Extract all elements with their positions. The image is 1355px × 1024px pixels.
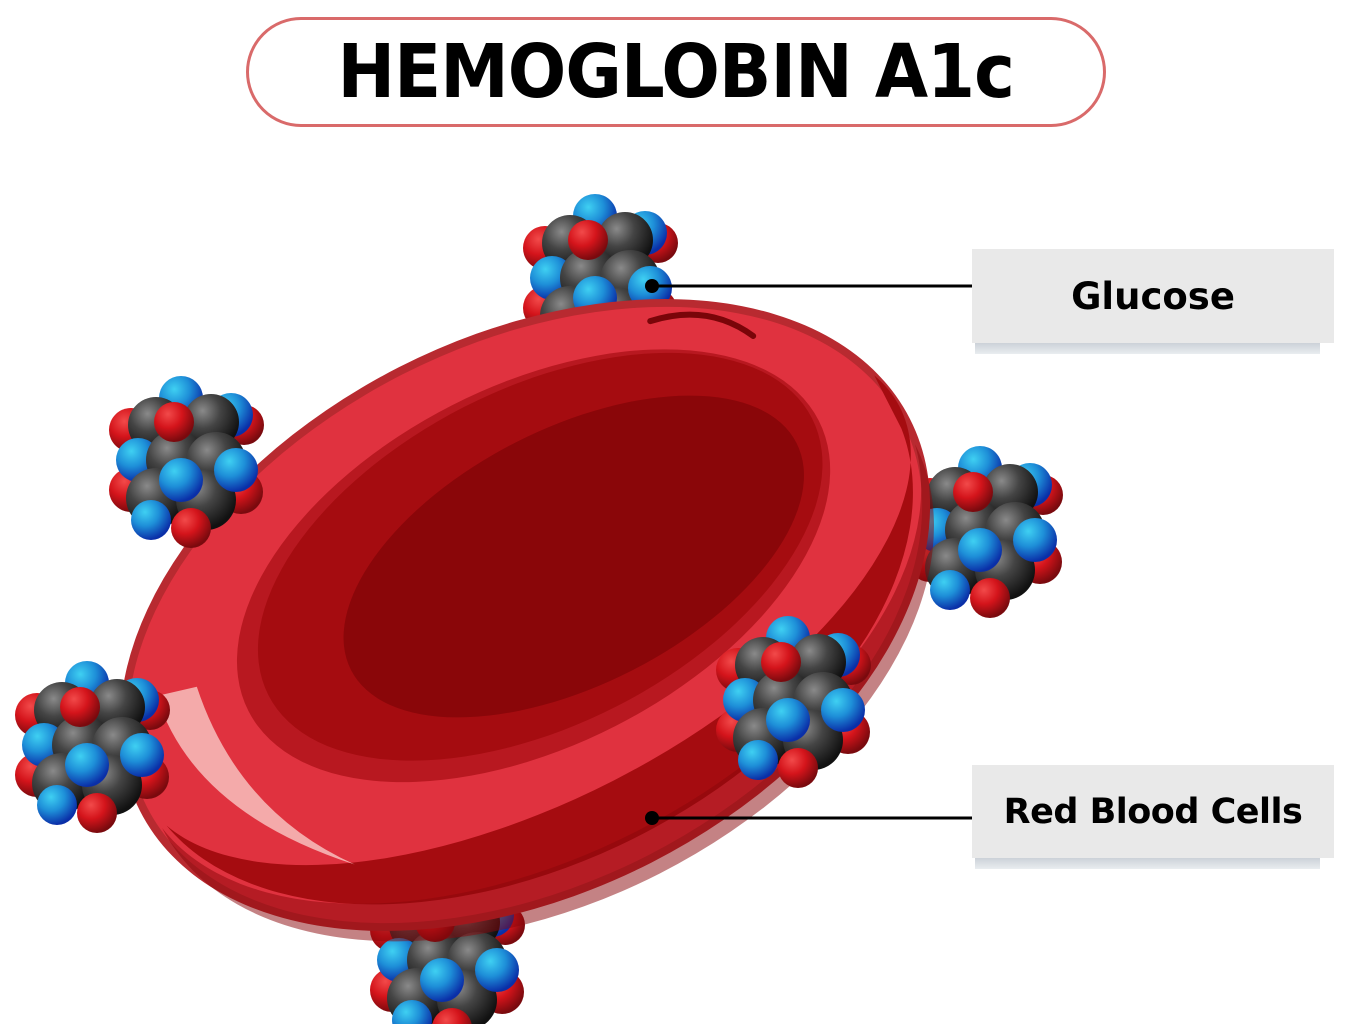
glucose-label-box: Glucose bbox=[972, 249, 1334, 343]
page-title: HEMOGLOBIN A1c bbox=[337, 29, 1015, 115]
glucose-label: Glucose bbox=[1071, 274, 1235, 318]
rbc-label-box: Red Blood Cells bbox=[972, 765, 1334, 858]
rbc-label-shadow bbox=[975, 857, 1320, 869]
red-blood-cells-label: Red Blood Cells bbox=[1003, 791, 1303, 832]
rbc-leader-line bbox=[645, 811, 972, 825]
glucose-label-shadow bbox=[975, 342, 1320, 354]
title-banner: HEMOGLOBIN A1c bbox=[246, 17, 1106, 127]
red-blood-cell bbox=[119, 299, 934, 942]
glucose-leader-line bbox=[645, 279, 972, 293]
